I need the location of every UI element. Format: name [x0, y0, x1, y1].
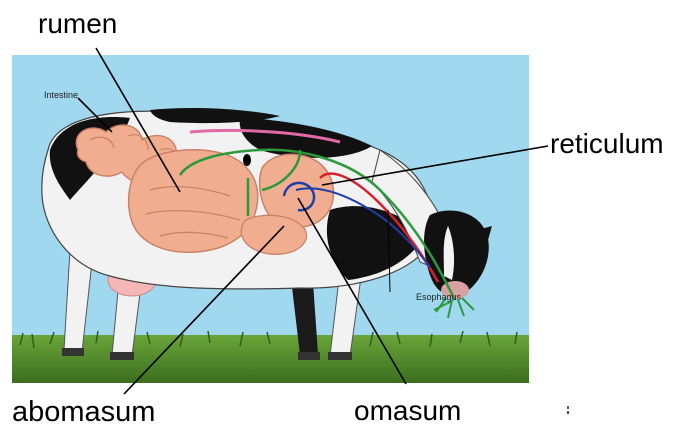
intestine-label: Intestine	[44, 90, 78, 100]
esophagus-label: Esophagus	[416, 292, 461, 302]
cow-hoof	[110, 352, 134, 360]
reticulum-label: reticulum	[550, 130, 664, 158]
stray-mark	[566, 406, 570, 416]
abomasum-label: abomasum	[12, 398, 155, 427]
grass-ground	[12, 335, 529, 383]
rumen-organ	[129, 150, 258, 252]
cow-hoof	[62, 348, 84, 356]
cow-hoof	[298, 352, 320, 360]
omasum-label: omasum	[354, 397, 461, 425]
bolus-dot	[243, 154, 251, 166]
cow-hoof	[328, 352, 352, 360]
rumen-label: rumen	[38, 10, 117, 38]
illustration	[12, 55, 529, 383]
